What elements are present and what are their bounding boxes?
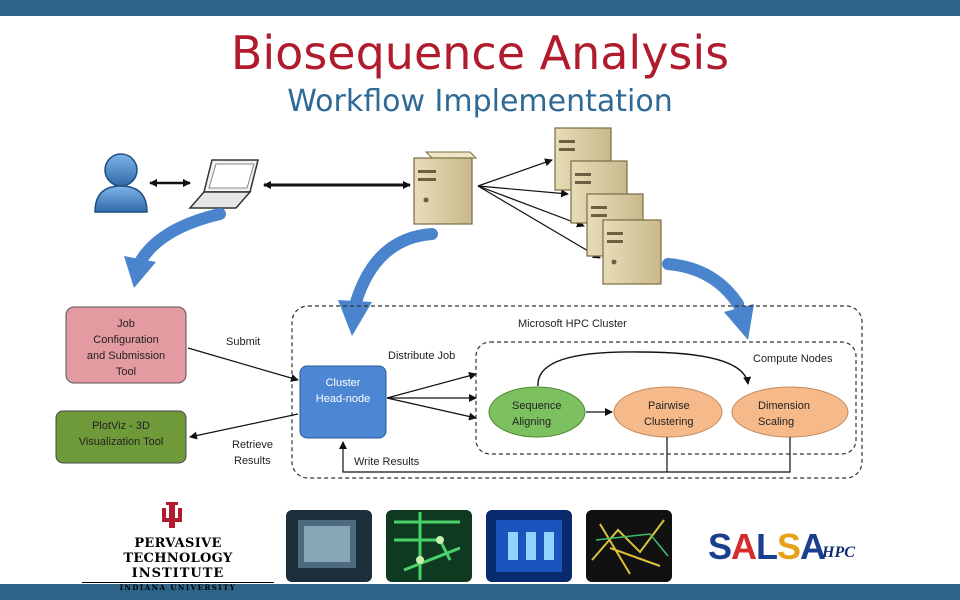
write-results-label: Write Results [354,456,420,468]
pti-logo: PERVASIVE TECHNOLOGY INSTITUTE INDIANA U… [82,536,274,592]
svg-text:Dimension: Dimension [758,400,810,412]
sequence-aligning-node: Sequence Aligning [488,386,586,438]
salsa-letter: A [800,526,826,567]
iu-trident-logo [162,502,182,528]
distribute-arrows [386,371,477,421]
salsa-letter: S [708,526,732,567]
pairwise-clustering-node: Pairwise Clustering [613,386,723,438]
svg-text:Job: Job [117,318,135,330]
svg-text:Scaling: Scaling [758,416,794,428]
svg-text:Visualization Tool: Visualization Tool [79,436,164,448]
hpc-cluster-boundary [291,305,863,479]
pti-line1: PERVASIVE TECHNOLOGY [123,536,233,566]
hpc-cluster-label: Microsoft HPC Cluster [518,318,627,330]
salsa-logo: SALSA [708,526,826,568]
svg-text:Pairwise: Pairwise [648,400,690,412]
salsa-hpc-text: HPC [822,544,855,561]
tech-image-tiles [286,510,672,582]
svg-text:Cluster: Cluster [326,377,361,389]
salsa-letter: L [756,526,778,567]
compute-servers-icon [554,127,662,285]
retrieve-label-line1: Retrieve [232,439,273,451]
laptop-icon [188,159,259,209]
curved-arrow-right [662,258,754,340]
pti-line2: INSTITUTE [131,566,225,581]
pti-line3: INDIANA UNIVERSITY [82,582,274,592]
server-icon [413,151,478,225]
curved-arrow-left [124,208,226,288]
svg-text:Head-node: Head-node [316,393,370,405]
curved-arrow-middle [338,228,438,336]
svg-text:Clustering: Clustering [644,416,694,428]
compute-nodes-label: Compute Nodes [753,353,833,365]
salsa-letter: S [777,526,801,567]
slide-title: Biosequence Analysis [230,26,730,80]
salsa-letter: A [731,526,757,567]
svg-text:Sequence: Sequence [512,400,562,412]
distribute-label: Distribute Job [388,350,455,362]
submit-label: Submit [226,336,260,348]
retrieve-label-line2: Results [234,455,271,467]
top-bar [0,0,960,16]
svg-text:Tool: Tool [116,366,136,378]
submit-arrow [187,347,299,382]
compute-nodes-boundary [475,341,857,455]
svg-text:and Submission: and Submission [87,350,165,362]
svg-text:Configuration: Configuration [93,334,158,346]
plotviz-box: PlotViz - 3D Visualization Tool [55,410,187,464]
slide-subtitle: Workflow Implementation [287,84,673,119]
bottom-bar [0,584,960,600]
dimension-scaling-node: Dimension Scaling [731,386,849,438]
fanout-arrows [477,158,601,259]
head-node-box: Cluster Head-node [299,365,387,439]
svg-text:PlotViz - 3D: PlotViz - 3D [92,420,150,432]
retrieve-arrow [189,413,299,440]
job-config-box: Job Configuration and Submission Tool [65,306,187,384]
svg-text:Aligning: Aligning [512,416,551,428]
seq-to-dim-arrow [537,351,752,387]
write-results-arrow [339,437,791,473]
user-icon [94,153,148,213]
